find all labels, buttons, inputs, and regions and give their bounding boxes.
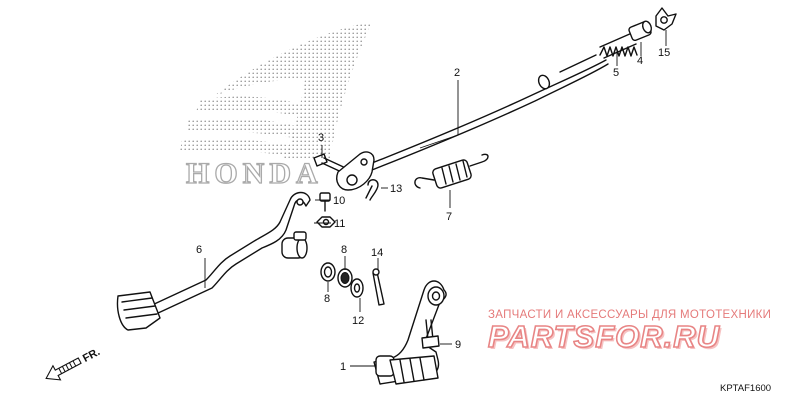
honda-wing-logo: HONDA: [180, 22, 372, 191]
front-direction-indicator: FR.: [45, 346, 102, 381]
part-8-seal-a: [320, 262, 336, 282]
wing-large-shape: [214, 22, 372, 158]
callout-6: 6: [196, 244, 202, 256]
callout-13: 13: [390, 183, 402, 195]
callout-8-lower: 8: [324, 293, 330, 305]
callout-11: 11: [334, 218, 345, 230]
part-14-pin: [372, 268, 385, 306]
part-4-joint: [628, 20, 653, 42]
leader-2-tail: [419, 134, 459, 149]
diagram-code: KPTAF1600: [720, 383, 771, 394]
callout-2: 2: [454, 67, 460, 79]
part-10-bolt: [319, 192, 331, 212]
leader-lines: [204, 30, 667, 367]
watermark-brand-shadow: PARTSFOR.RU: [490, 321, 723, 356]
front-arrow-icon: [45, 357, 82, 381]
wing-feather-2: [186, 118, 296, 138]
callout-10: 10: [333, 195, 345, 207]
watermark-caption: ЗАПЧАСТИ И АКСЕССУАРЫ ДЛЯ МОТОТЕХНИКИ: [488, 309, 771, 321]
honda-wordmark: HONDA: [186, 157, 323, 190]
watermark: ЗАПЧАСТИ И АКСЕССУАРЫ ДЛЯ МОТОТЕХНИКИ PA…: [487, 309, 771, 356]
part-15-wing-nut: [655, 7, 677, 31]
callout-3: 3: [318, 132, 324, 144]
part-13-cotter-pin: [365, 179, 379, 201]
callouts: 2 3 4 5 15 6 7 10 11 13 8 8 12 14 9 1: [196, 47, 670, 373]
callout-7: 7: [446, 211, 452, 223]
part-12-washer: [350, 278, 364, 298]
callout-5: 5: [613, 67, 619, 79]
callout-14: 14: [371, 247, 383, 259]
brake-arm-bracket: [336, 151, 375, 191]
part-9-bolt: [421, 319, 440, 349]
part-8-seal-b: [337, 268, 353, 288]
callout-15: 15: [658, 47, 670, 59]
callout-9: 9: [455, 339, 461, 351]
part-7-return-spring: [414, 153, 489, 189]
callout-4: 4: [637, 55, 643, 67]
front-label: FR.: [81, 346, 102, 365]
part-1-brake-arm: [373, 280, 447, 385]
part-11-nut: [316, 216, 336, 228]
part-5-spring: [599, 32, 638, 59]
callout-8-upper: 8: [341, 244, 347, 256]
callout-12: 12: [352, 315, 364, 327]
callout-1: 1: [340, 361, 346, 373]
wing-feather-3: [180, 138, 292, 156]
watermark-brand: PARTSFOR.RU: [488, 319, 721, 354]
wing-feather-1: [196, 96, 300, 116]
part-6-brake-pedal: [116, 191, 311, 331]
part-2-brake-rod: [366, 54, 609, 171]
